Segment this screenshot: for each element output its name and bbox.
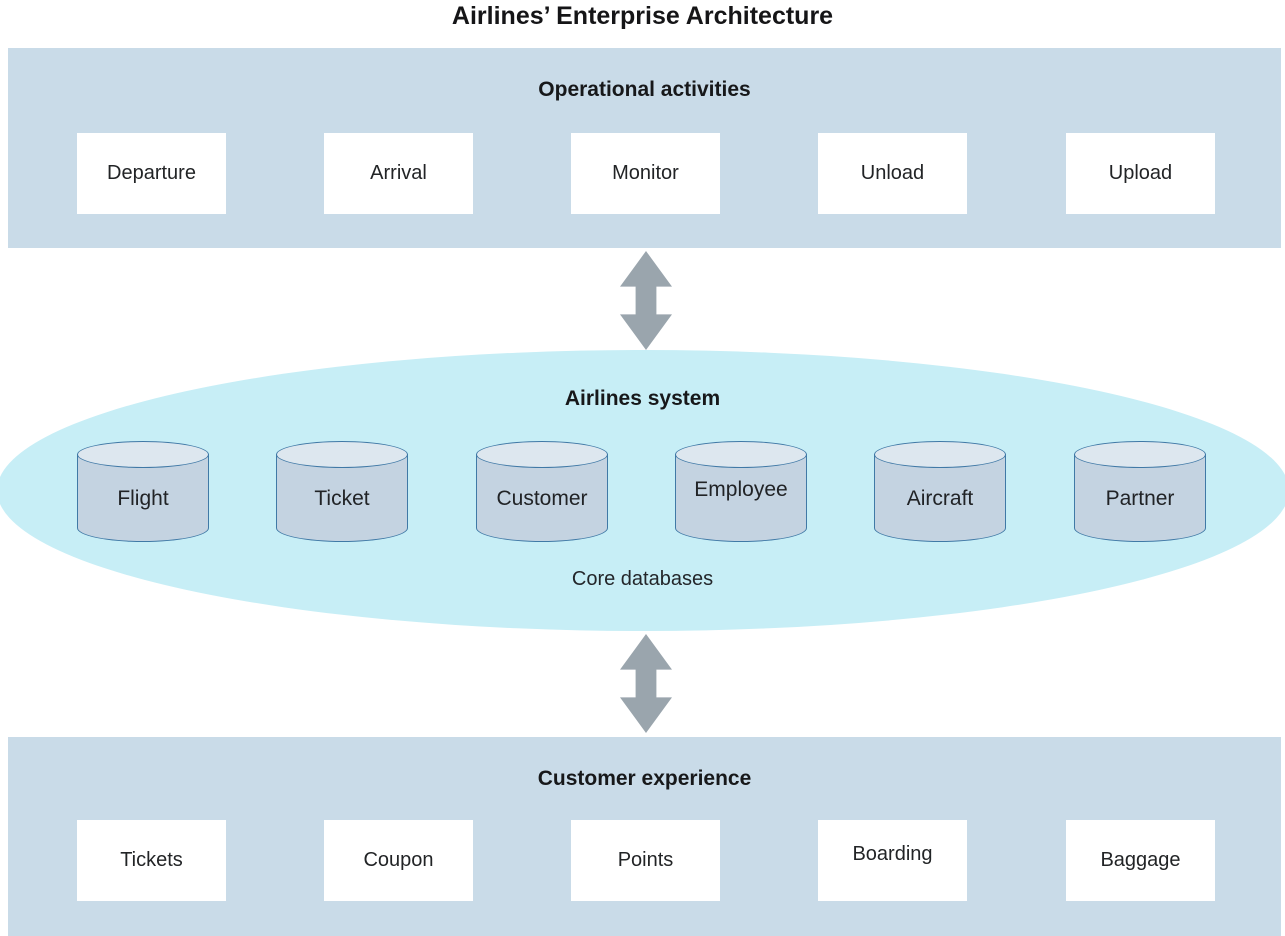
database-cylinder-ticket: Ticket [276, 441, 408, 542]
up-down-arrow-icon [620, 251, 672, 350]
operational-box-monitor: Monitor [571, 133, 720, 214]
database-label: Customer [496, 486, 588, 510]
database-label: Partner [1105, 486, 1175, 510]
database-label: Employee [694, 477, 788, 501]
database-cylinder-icon [675, 441, 807, 468]
customer-box-points: Points [571, 820, 720, 901]
operational-box-unload: Unload [818, 133, 967, 214]
database-cylinder-employee: Employee [675, 441, 807, 542]
database-label: Aircraft [906, 486, 974, 510]
operational-box-departure: Departure [77, 133, 226, 214]
database-cylinder-icon [874, 454, 1006, 542]
database-cylinder-icon [77, 441, 209, 468]
database-label: Ticket [314, 486, 370, 510]
database-cylinder-icon [675, 454, 807, 542]
database-cylinder-icon [1074, 454, 1206, 542]
customer-box-baggage: Baggage [1066, 820, 1215, 901]
database-label: Flight [117, 486, 169, 510]
customer-box-tickets: Tickets [77, 820, 226, 901]
customer-experience-header: Customer experience [537, 767, 752, 790]
database-cylinder-icon [476, 454, 608, 542]
customer-box-boarding-label: Boarding [852, 842, 933, 865]
diagram-title: Airlines’ Enterprise Architecture [451, 2, 834, 30]
database-cylinder-partner: Partner [1074, 441, 1206, 542]
customer-box-coupon: Coupon [324, 820, 473, 901]
database-cylinder-icon [476, 441, 608, 468]
database-cylinder-flight: Flight [77, 441, 209, 542]
customer-box-boarding: Boarding [818, 820, 967, 901]
core-databases-caption: Core databases [571, 568, 714, 590]
up-down-arrow-icon [620, 634, 672, 733]
airlines-system-header: Airlines system [564, 387, 721, 410]
customer-experience-band: Customer experience Tickets Coupon Point… [8, 737, 1281, 936]
operational-box-arrival: Arrival [324, 133, 473, 214]
database-cylinder-icon [276, 454, 408, 542]
database-cylinder-icon [77, 454, 209, 542]
database-cylinder-icon [1074, 441, 1206, 468]
operational-activities-header: Operational activities [538, 78, 751, 101]
database-cylinder-icon [276, 441, 408, 468]
operational-box-upload: Upload [1066, 133, 1215, 214]
operational-activities-band: Operational activities Departure Arrival… [8, 48, 1281, 248]
database-cylinder-customer: Customer [476, 441, 608, 542]
database-cylinder-aircraft: Aircraft [874, 441, 1006, 542]
airlines-system-ellipse [0, 350, 1285, 631]
database-cylinder-icon [874, 441, 1006, 468]
